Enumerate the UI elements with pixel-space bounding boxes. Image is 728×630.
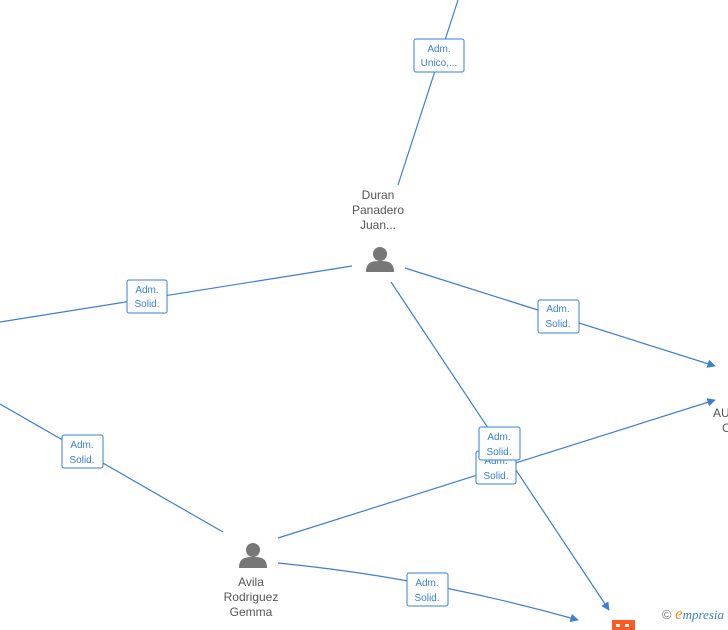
edge-label-duran-right[interactable]: Adm. Solid. [537,299,580,334]
node-label-right-company-line2[interactable]: C [722,421,728,435]
edge-label-mid-front-line2: Solid. [486,447,511,458]
copyright-symbol: © [661,607,672,622]
edge-label-top[interactable]: Adm. Unico,... [413,38,465,73]
edge-label-top-line2: Unico,... [421,58,458,69]
brand-rest: mpresia [682,607,724,622]
edge-label-left-avila-line1: Adm. [70,440,93,451]
edge-label-left-avila[interactable]: Adm. Solid. [61,434,104,469]
edge-label-left-avila-line2: Solid. [69,455,94,466]
empresia-logo: © empresia [662,604,724,624]
edge-label-avila-bottom-line1: Adm. [415,578,438,589]
node-label-duran[interactable]: Duran Panadero Juan... [351,188,405,232]
edge-label-duran-left[interactable]: Adm. Solid. [126,279,168,314]
edge-label-avila-bottom[interactable]: Adm. Solid. [406,572,449,607]
edge-duran-top [397,0,459,186]
edge-label-duran-right-line2: Solid. [545,319,570,330]
edge-label-mid-front[interactable]: Adm. Solid. [478,426,521,461]
edge-label-mid-back-line1: Adm. [484,456,507,467]
person-icon-avila[interactable] [239,543,267,568]
edge-label-duran-left-line2: Solid. [134,299,159,310]
edge-left-avila [0,403,224,533]
company-icon[interactable] [612,620,635,630]
person-icon-duran[interactable] [366,247,394,272]
node-label-avila[interactable]: Avila Rodriguez Gemma [223,575,279,619]
edge-label-duran-right-line1: Adm. [546,304,569,315]
edge-label-top-line1: Adm. [427,44,450,55]
brand-e: e [675,604,683,623]
edge-label-avila-bottom-line2: Solid. [414,593,439,604]
edge-label-mid-front-line1: Adm. [487,432,510,443]
node-label-right-company-line1[interactable]: AU [713,406,728,420]
edge-label-mid-back-line2: Solid. [483,471,508,482]
edge-duran-left [0,265,353,323]
edge-label-duran-left-line1: Adm. [135,285,158,296]
